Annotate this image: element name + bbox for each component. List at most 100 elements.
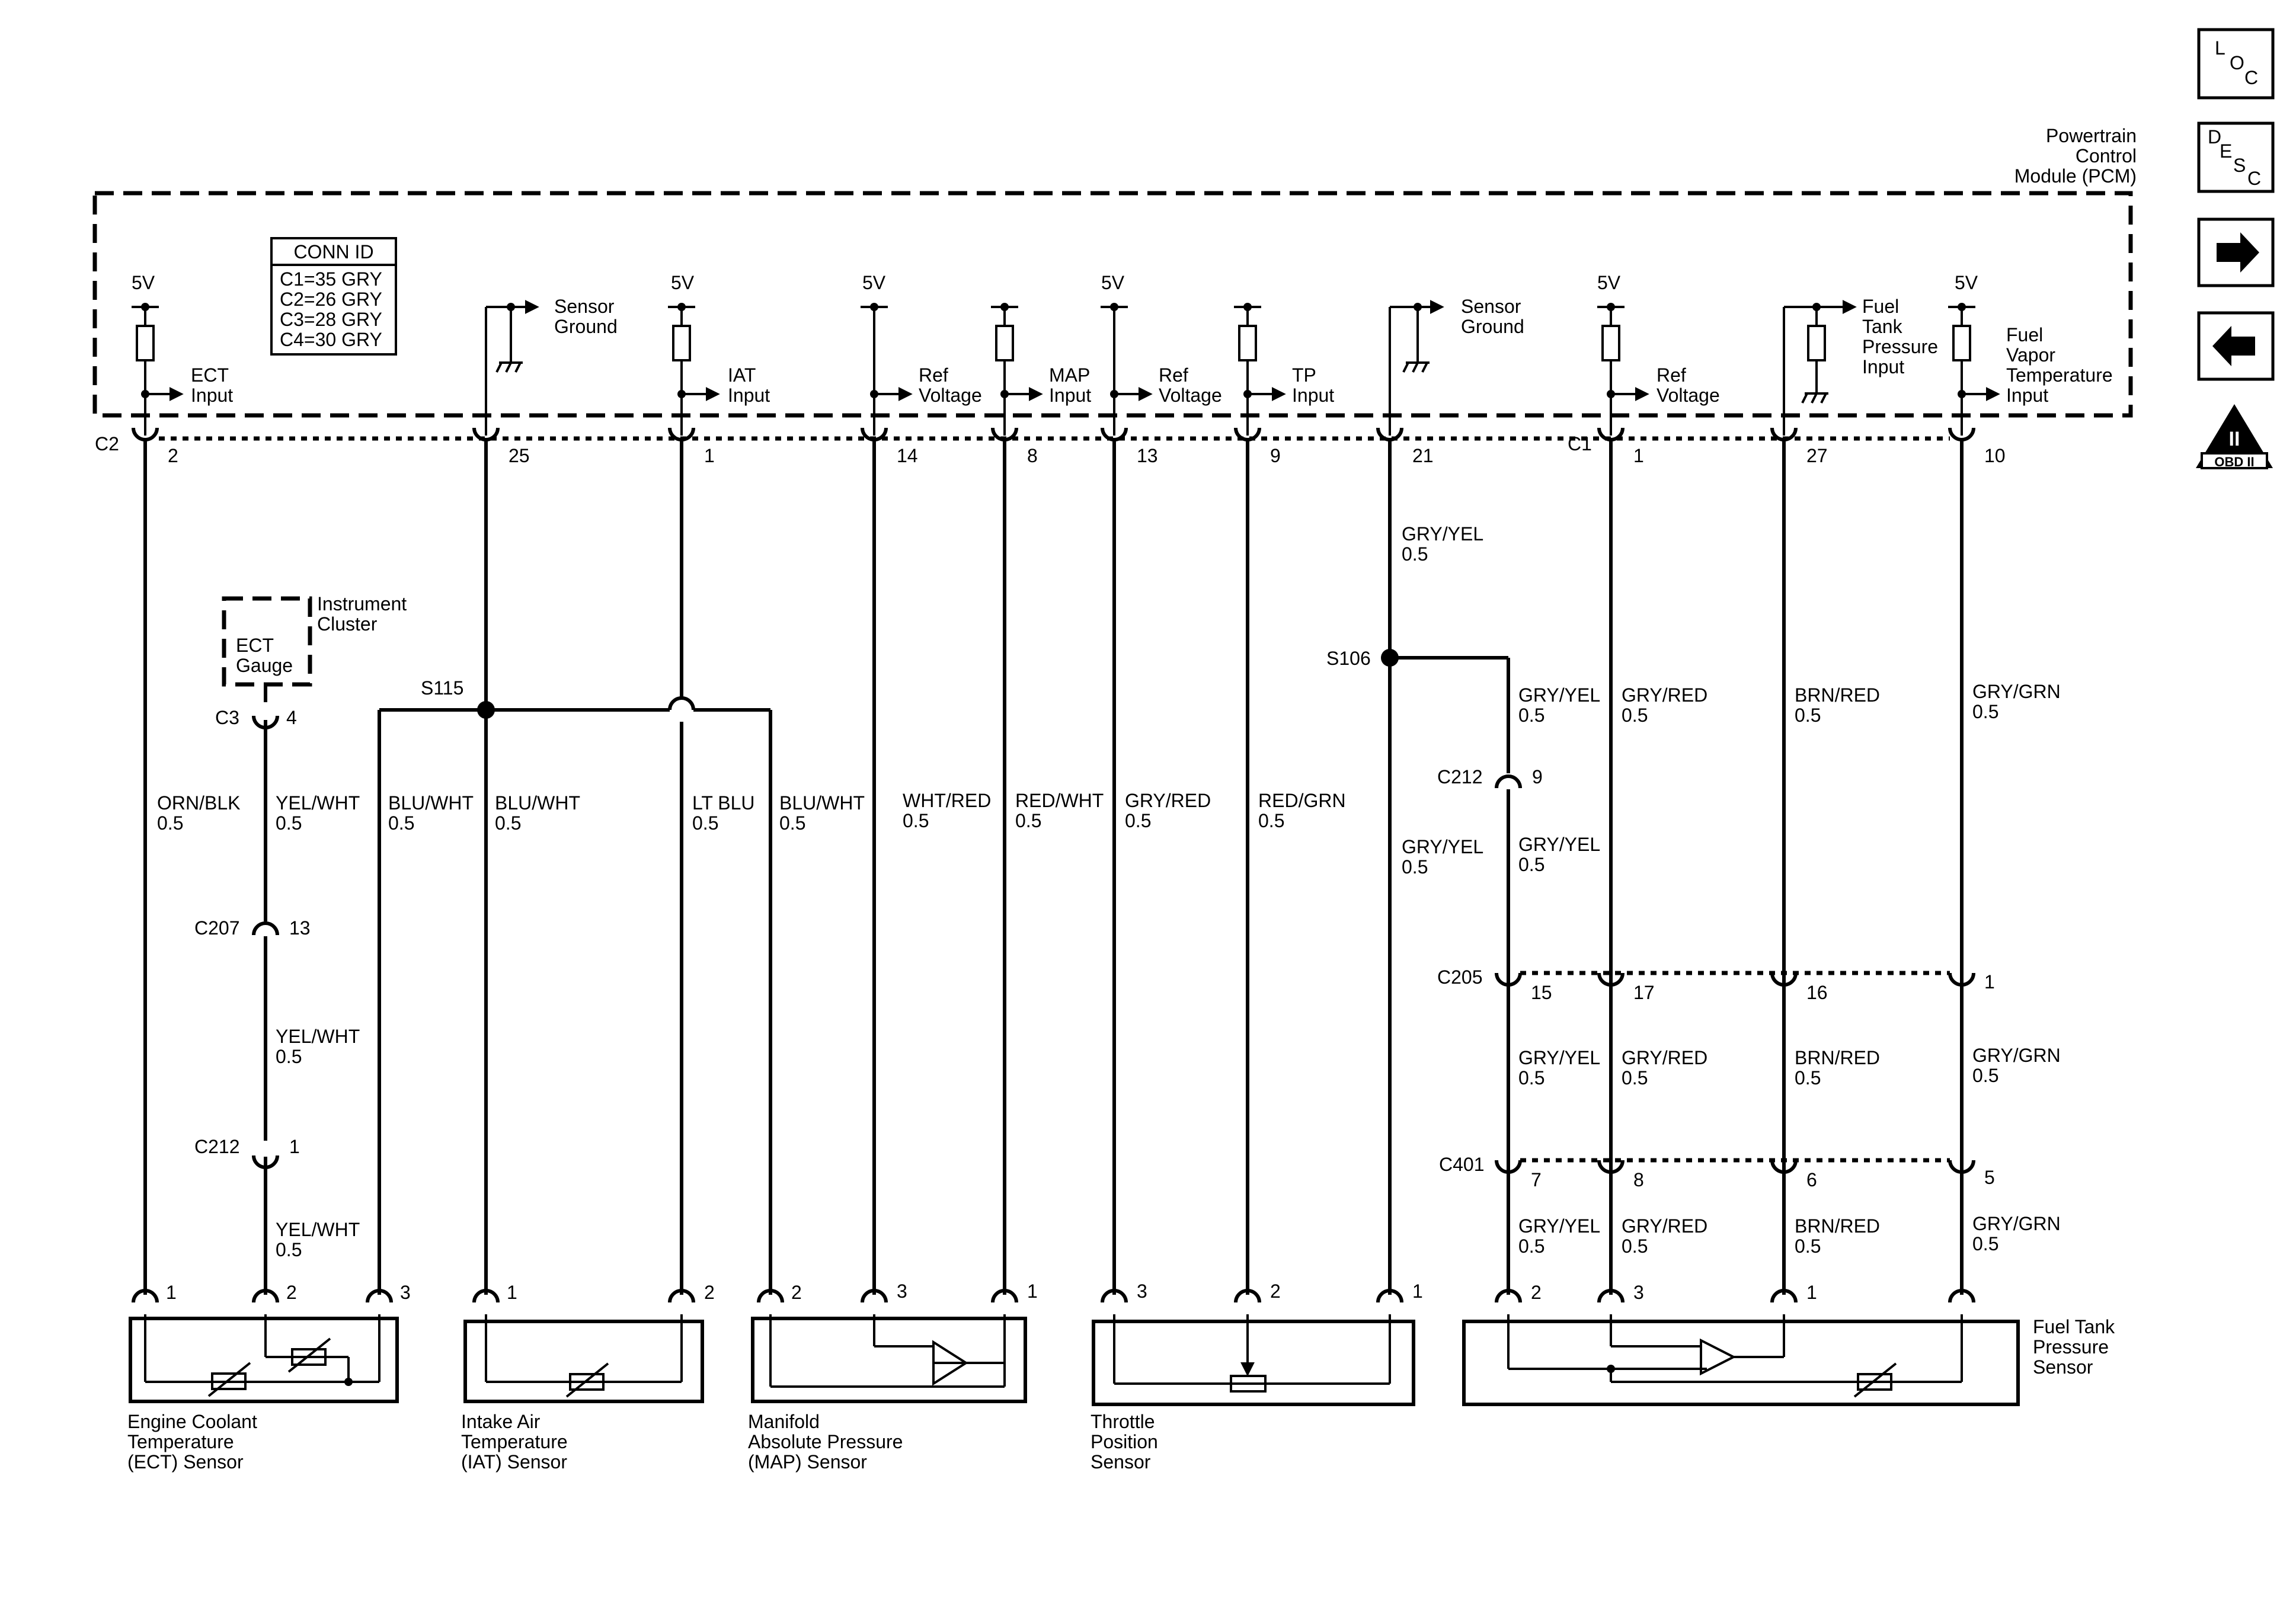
ref-voltage-label: Ref <box>919 364 948 386</box>
sensor-ground-circuit-1: Sensor Ground <box>485 296 618 436</box>
iat-sensor-pin: 1 <box>507 1282 517 1303</box>
ect-sensor-pin: 2 <box>286 1282 297 1303</box>
pcm-name-line3: Module (PCM) <box>2014 165 2137 187</box>
wire-color-label: GRY/RED <box>1622 1215 1707 1237</box>
connector-c212-label: C212 <box>194 1136 240 1157</box>
wire-color-label: GRY/RED <box>1622 684 1707 706</box>
map-sensor-pin: 2 <box>791 1282 802 1303</box>
fuel-tank-pressure-input-label: Fuel <box>1862 296 1899 317</box>
pcm-name-line1: Powertrain <box>2046 125 2137 146</box>
obd-symbol: II <box>2229 428 2240 450</box>
supply-5v-label: 5V <box>1101 272 1125 293</box>
obd-ii-icon: II OBD II <box>2196 404 2273 469</box>
prev-page-button[interactable] <box>2197 311 2275 381</box>
fuel-tank-pressure-input-label: Tank <box>1862 316 1903 337</box>
map-input-label: Input <box>1049 385 1091 406</box>
c212-pin: 9 <box>1532 766 1543 788</box>
wire-color-label: WHT/RED <box>903 790 991 811</box>
wire-size-label: 0.5 <box>1795 1235 1821 1257</box>
wires: ORN/BLK 0.5 YEL/WHT 0.5 C207 13 YEL/WHT … <box>143 438 2061 1295</box>
wire-size-label: 0.5 <box>1125 810 1151 831</box>
iat-sensor: Intake Air Temperature (IAT) Sensor <box>461 1314 704 1473</box>
supply-5v-label: 5V <box>132 272 155 293</box>
wire-size-label: 0.5 <box>1518 1235 1544 1257</box>
wire-color-label: BLU/WHT <box>388 792 474 814</box>
pcm-pin: 9 <box>1270 445 1281 466</box>
wire-color-label: BRN/RED <box>1795 1047 1880 1068</box>
sensor-ground-label: Sensor <box>1461 296 1521 317</box>
map-sensor-label: (MAP) Sensor <box>748 1451 867 1473</box>
wire-size-label: 0.5 <box>1622 705 1648 726</box>
desc-letter: D <box>2208 126 2221 148</box>
wire-size-label: 0.5 <box>1015 810 1041 831</box>
ect-sensor-label: Temperature <box>127 1431 234 1452</box>
fuel-vapor-temp-input-circuit: Fuel Vapor Temperature Input <box>1948 303 2113 436</box>
supply-5v-label: 5V <box>671 272 695 293</box>
sensor-ground-label: Ground <box>1461 316 1524 337</box>
desc-button[interactable]: D E S C <box>2197 121 2275 193</box>
fuel-tank-pressure-input-label: Pressure <box>1862 336 1938 357</box>
tp-sensor-pin: 2 <box>1270 1281 1281 1302</box>
sensor-ground-label: Ground <box>554 316 618 337</box>
arrow-left-icon <box>2212 326 2255 366</box>
map-sensor-pin: 1 <box>1027 1281 1038 1302</box>
iat-input-label: Input <box>728 385 770 406</box>
instrument-cluster: Instrument Cluster ECT Gauge C3 4 <box>215 593 407 729</box>
wire-size-label: 0.5 <box>1795 1067 1821 1089</box>
ect-sensor-pin: 1 <box>166 1282 177 1303</box>
wire-color-label: RED/WHT <box>1015 790 1104 811</box>
c205-pin: 16 <box>1806 982 1828 1003</box>
pcm-pin: 1 <box>704 445 715 466</box>
wire-size-label: 0.5 <box>1972 701 1998 722</box>
connector-c212-label: C212 <box>1437 766 1483 788</box>
map-sensor-label: Absolute Pressure <box>748 1431 903 1452</box>
sensor-connector-pins: 1 2 3 1 2 2 3 1 3 2 1 2 3 1 <box>132 1281 1975 1303</box>
wire-size-label: 0.5 <box>1518 705 1544 726</box>
wire-color-label: BRN/RED <box>1795 684 1880 706</box>
splice-s115-label: S115 <box>421 677 463 699</box>
iat-sensor-pin: 2 <box>704 1282 715 1303</box>
c401-pin: 5 <box>1984 1167 1995 1188</box>
ect-input-circuit: ECT Input <box>132 303 233 436</box>
supply-5v-label: 5V <box>862 272 886 293</box>
c205-pin: 17 <box>1633 982 1655 1003</box>
ref-voltage-label: Voltage <box>919 385 982 406</box>
next-page-button[interactable] <box>2197 217 2275 287</box>
connector-c1-label: C1 <box>1568 433 1592 454</box>
fuel-vapor-temp-input-label: Vapor <box>2006 344 2055 366</box>
ect-sensor-pin: 3 <box>400 1282 411 1303</box>
map-input-label: MAP <box>1049 364 1090 386</box>
wire-color-label: YEL/WHT <box>276 1026 360 1047</box>
wire-size-label: 0.5 <box>1622 1067 1648 1089</box>
wire-size-label: 0.5 <box>903 810 929 831</box>
ftp-sensor-pin: 1 <box>1806 1282 1817 1303</box>
tp-input-label: TP <box>1292 364 1316 386</box>
wire-color-label: GRY/YEL <box>1518 834 1600 855</box>
iat-sensor-label: (IAT) Sensor <box>461 1451 567 1473</box>
wire-color-label: YEL/WHT <box>276 792 360 814</box>
ect-gauge-label: ECT <box>236 635 274 656</box>
wire-color-label: BLU/WHT <box>495 792 580 814</box>
tp-input-label: Input <box>1292 385 1334 406</box>
wire-color-label: GRY/YEL <box>1518 684 1600 706</box>
loc-letter: C <box>2244 67 2258 88</box>
wire-color-label: GRY/YEL <box>1402 523 1483 545</box>
map-ref-voltage-circuit: Ref Voltage <box>861 303 982 436</box>
wire-size-label: 0.5 <box>1795 705 1821 726</box>
ref-voltage-label: Voltage <box>1657 385 1720 406</box>
loc-button[interactable]: L O C <box>2197 28 2275 100</box>
ect-gauge-label: Gauge <box>236 655 293 676</box>
connector-c205-label: C205 <box>1437 966 1483 988</box>
ftp-sensor-pin: 3 <box>1633 1282 1644 1303</box>
ftp-sensor-label: Sensor <box>2033 1356 2093 1378</box>
wire-color-label: GRY/YEL <box>1518 1215 1600 1237</box>
pcm-pin: 2 <box>168 445 178 466</box>
wire-size-label: 0.5 <box>1518 854 1544 875</box>
connector-c3-label: C3 <box>215 707 239 728</box>
conn-id-row: C4=30 GRY <box>280 329 382 350</box>
tp-sensor-label: Position <box>1091 1431 1158 1452</box>
loc-letter: O <box>2230 52 2244 73</box>
wire-size-label: 0.5 <box>157 812 183 834</box>
instrument-cluster-label: Instrument <box>317 593 407 614</box>
